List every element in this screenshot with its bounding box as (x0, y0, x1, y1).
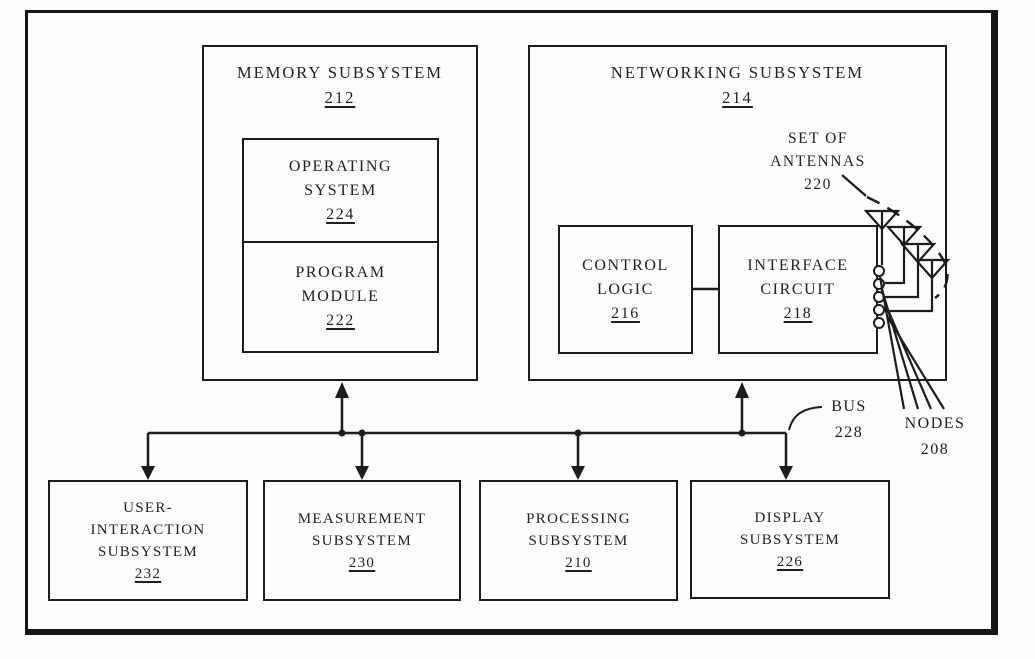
antennas-label-ref: 220 (804, 176, 832, 193)
display-ref: 226 (776, 553, 804, 570)
program-module-line: MODULE (301, 288, 380, 305)
networking-subsystem-ref: 214 (722, 88, 753, 107)
memory-subsystem-title: MEMORY SUBSYSTEM (236, 63, 444, 82)
interface-circuit-line: INTERFACE (747, 256, 849, 274)
control-logic-line: CONTROL (582, 256, 669, 274)
interface-circuit-ref: 218 (783, 304, 813, 322)
processing-line: PROCESSING (526, 510, 631, 527)
measurement-subsystem-box: MEASUREMENT SUBSYSTEM 230 (263, 480, 461, 601)
memory-inner-boxes: OPERATING SYSTEM 224 PROGRAM MODULE 222 (242, 138, 439, 353)
user-interaction-subsystem-box: USER- INTERACTION SUBSYSTEM 232 (48, 480, 248, 601)
bus-label-ref: 228 (834, 424, 864, 441)
measurement-ref: 230 (348, 554, 376, 571)
antennas-label-line: SET OF (788, 130, 848, 147)
operating-system-box: OPERATING SYSTEM 224 (244, 140, 437, 243)
user-interaction-ref: 232 (134, 565, 162, 582)
program-module-box: PROGRAM MODULE 222 (244, 243, 437, 351)
display-line: DISPLAY (754, 509, 826, 526)
nodes-label-ref: 208 (920, 441, 950, 458)
user-interaction-line: INTERACTION (90, 521, 206, 538)
operating-system-line: OPERATING (288, 157, 393, 175)
networking-subsystem-title: NETWORKING SUBSYSTEM (610, 63, 865, 82)
set-of-antennas-label: SET OF ANTENNAS 220 (748, 127, 888, 196)
control-logic-box: CONTROL LOGIC 216 (558, 225, 693, 354)
operating-system-line: SYSTEM (304, 181, 377, 199)
display-line: SUBSYSTEM (739, 531, 841, 548)
measurement-line: MEASUREMENT (297, 510, 427, 527)
control-logic-ref: 216 (611, 304, 640, 322)
operating-system-ref: 224 (326, 205, 355, 223)
user-interaction-line: SUBSYSTEM (97, 543, 199, 560)
program-module-ref: 222 (326, 312, 355, 329)
user-interaction-line: USER- (123, 499, 173, 516)
display-subsystem-box: DISPLAY SUBSYSTEM 226 (690, 480, 890, 599)
program-module-line: PROGRAM (295, 264, 386, 281)
memory-subsystem-ref: 212 (324, 88, 356, 107)
processing-subsystem-box: PROCESSING SUBSYSTEM 210 (479, 480, 678, 601)
interface-circuit-line: CIRCUIT (760, 280, 836, 298)
processing-line: SUBSYSTEM (528, 532, 629, 549)
control-logic-line: LOGIC (597, 280, 654, 298)
measurement-line: SUBSYSTEM (311, 532, 413, 549)
interface-circuit-box: INTERFACE CIRCUIT 218 (718, 225, 878, 354)
nodes-label-text: NODES (904, 415, 966, 432)
antennas-label-line: ANTENNAS (770, 153, 866, 170)
bus-label-text: BUS (831, 398, 867, 415)
nodes-label: NODES 208 (894, 411, 976, 463)
processing-ref: 210 (565, 554, 592, 571)
bus-label: BUS 228 (820, 394, 878, 446)
